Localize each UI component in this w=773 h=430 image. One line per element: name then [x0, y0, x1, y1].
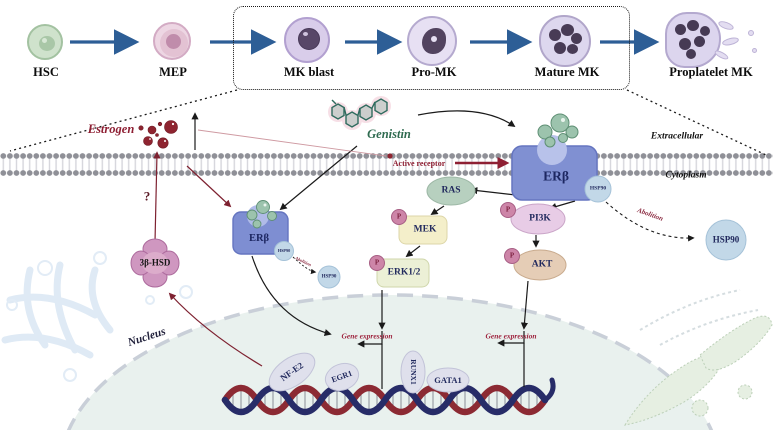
ras-label: RAS: [441, 185, 461, 196]
p-erk-label: P: [374, 258, 380, 267]
hsc-cell: [27, 24, 63, 60]
p-circle-pi3k: [500, 202, 516, 218]
ras-node: [426, 176, 476, 206]
genistin-label: Genistin: [367, 126, 411, 141]
membrane-er-receptor: [511, 113, 612, 203]
akt-node: [513, 249, 567, 281]
p-mek-label: P: [396, 212, 402, 221]
erb-membrane-label: ERβ: [543, 168, 569, 184]
question-label: ?: [143, 188, 151, 204]
er-decoration-left: [1, 261, 114, 359]
maturemk-label: Mature MK: [534, 64, 600, 79]
erk-node: [376, 258, 430, 288]
proplatelet-fragment: [748, 30, 754, 36]
hsp90-released-left-label: HSP90: [321, 274, 337, 280]
genistin-molecule: [328, 96, 391, 130]
transcription-factors: [268, 350, 470, 394]
signal-nodes: [369, 176, 567, 288]
golgi-decoration-right: [623, 315, 773, 426]
akt-label: AKT: [531, 259, 553, 270]
p-circle-mek: [391, 209, 407, 225]
hsp90-attached-right-label: HSP90: [589, 185, 607, 192]
hsp90-attached-left: [274, 241, 294, 261]
hsp90-released-left: [317, 265, 341, 289]
p-pi3k-label: P: [505, 205, 511, 214]
proplatelet-label: Proplatelet MK: [669, 64, 753, 79]
membrane-molecule-dot: [387, 153, 393, 159]
runx1-label: RUNX1: [408, 359, 418, 385]
membrane-decoration-right: [639, 289, 759, 346]
mkblast-label: MK blast: [283, 64, 335, 79]
cytoplasm-label: Cytoplasm: [665, 170, 707, 181]
mep-cell: [153, 22, 191, 60]
proplatelet-fragment: [752, 48, 757, 53]
pi3k-label: PI3K: [529, 213, 551, 224]
estrogen-label: Estrogen: [87, 121, 135, 136]
pi3k-node: [510, 203, 566, 235]
mep-label: MEP: [159, 64, 187, 79]
gata1-label: GATA1: [434, 374, 462, 385]
promk-cell: [407, 16, 457, 66]
cytoplasmic-er-receptor: [232, 200, 294, 261]
extracellular-label: Extracellular: [650, 131, 704, 142]
p-circle-akt: [504, 248, 520, 264]
mek-label: MEK: [413, 224, 437, 235]
vesicle-decoration-left: [6, 251, 193, 382]
erk-label: ERK1/2: [387, 267, 421, 278]
p-circle-erk: [369, 255, 385, 271]
hsp90-attached-right: [584, 175, 612, 203]
mkblast-cell: [284, 17, 330, 63]
signal-arrows-black: [191, 110, 576, 389]
promk-label: Pro-MK: [411, 64, 457, 79]
p-akt-label: P: [509, 251, 515, 260]
hsd-enzyme: [130, 238, 180, 288]
plasma-membrane: [0, 150, 773, 179]
mek-node: [398, 215, 448, 245]
hsp90-attached-left-label: HSP90: [277, 247, 291, 253]
hsp90-released-right-label: HSP90: [712, 234, 740, 245]
hsp90-released-right: [705, 219, 747, 261]
maturemk-cell: [539, 15, 591, 67]
signal-arrows-red: [153, 129, 387, 367]
estrogen-molecules: [138, 120, 178, 149]
expanded-stage-box: [233, 6, 630, 90]
hsc-label: HSC: [33, 64, 59, 79]
abolition-arrows: [292, 201, 695, 275]
proplatelet-cell: [665, 12, 721, 68]
erb-cytoplasmic-label: ERβ: [248, 232, 270, 244]
hsd-label: 3β-HSD: [139, 257, 171, 268]
gene-expression-left-label: Gene expression: [341, 331, 393, 341]
active-receptor-label: Active receptor: [392, 159, 446, 168]
gene-expression-right-label: Gene expression: [485, 331, 537, 341]
